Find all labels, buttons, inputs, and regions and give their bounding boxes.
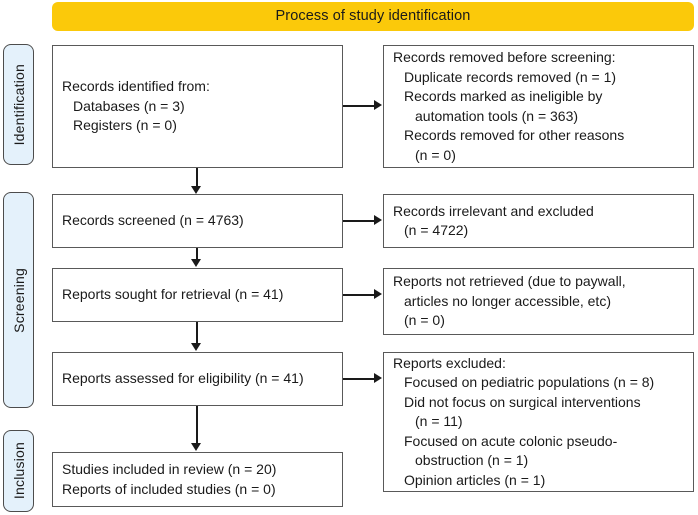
box-line: Reports of included studies (n = 0) <box>62 480 276 497</box>
arrow-right-icon <box>374 100 382 110</box>
box-reports-sought-for-retrieval: Reports sought for retrieval (n = 41) <box>52 268 343 322</box>
box-line: automation tools (n = 363) <box>415 107 579 124</box>
connector-assessed-to-included <box>196 406 198 444</box>
box-line: articles no longer accessible, etc) <box>404 292 611 309</box>
stage-tab-screening: Screening <box>3 192 34 408</box>
box-line: Records screened (n = 4763) <box>62 212 244 229</box>
stage-tab-identification: Identification <box>3 44 34 165</box>
box-line: Records marked as ineligible by <box>404 88 603 104</box>
box-studies-included: Studies included in review (n = 20) Repo… <box>52 452 343 507</box>
arrow-down-icon <box>191 186 201 194</box>
connector-identified-to-screened <box>196 168 198 187</box>
box-line: (n = 0) <box>415 146 456 163</box>
arrow-right-icon <box>374 289 382 299</box>
box-line: Reports sought for retrieval (n = 41) <box>62 286 284 303</box>
arrow-right-icon <box>374 373 382 383</box>
arrow-down-icon <box>191 259 201 267</box>
box-line: Opinion articles (n = 1) <box>404 471 546 488</box>
box-line: Focused on acute colonic pseudo- <box>404 432 618 449</box>
stage-tab-inclusion-label: Inclusion <box>10 442 27 500</box>
box-line: Reports assessed for eligibility (n = 41… <box>62 370 304 387</box>
box-reports-not-retrieved: Reports not retrieved (due to paywall, a… <box>383 268 694 335</box>
box-line: Reports not retrieved (due to paywall, <box>393 273 626 290</box>
box-line: (n = 11) <box>415 413 463 430</box>
box-records-removed-before-screening: Records removed before screening: Duplic… <box>383 45 694 168</box>
box-line: Records irrelevant and excluded <box>393 202 594 219</box>
box-line: Databases (n = 3) <box>73 97 185 114</box>
stage-tab-inclusion: Inclusion <box>3 430 34 512</box>
connector-screened-to-sought <box>196 248 198 260</box>
arrow-down-icon <box>191 443 201 451</box>
box-line: Studies included in review (n = 20) <box>62 461 277 477</box>
box-line: (n = 0) <box>404 312 445 329</box>
box-reports-excluded: Reports excluded: Focused on pediatric p… <box>383 352 694 492</box>
page-title: Process of study identification <box>275 8 471 25</box>
arrow-right-icon <box>374 215 382 225</box>
connector-sought-to-not-retrieved <box>343 294 376 296</box>
stage-tab-screening-label: Screening <box>10 267 27 333</box>
box-line: Reports excluded: <box>393 354 506 371</box>
stage-tab-identification-label: Identification <box>10 63 27 146</box>
arrow-down-icon <box>191 343 201 351</box>
box-line: obstruction (n = 1) <box>415 452 529 469</box>
box-line: Records removed for other reasons <box>404 127 625 143</box>
box-records-irrelevant-excluded: Records irrelevant and excluded (n = 472… <box>383 194 694 248</box>
box-line: Registers (n = 0) <box>73 117 177 134</box>
connector-assessed-to-excluded <box>343 378 376 380</box>
box-line: Duplicate records removed (n = 1) <box>404 68 617 85</box>
box-line: Did not focus on surgical interventions <box>404 393 641 410</box>
box-line: (n = 4722) <box>404 222 469 238</box>
box-records-screened: Records screened (n = 4763) <box>52 194 343 248</box>
box-reports-assessed-for-eligibility: Reports assessed for eligibility (n = 41… <box>52 352 343 406</box>
box-records-identified: Records identified from: Databases (n = … <box>52 45 343 168</box>
connector-screened-to-irrelevant <box>343 220 376 222</box>
box-line: Records identified from: <box>62 78 210 95</box>
diagram-header-banner: Process of study identification <box>52 2 694 31</box>
box-line: Focused on pediatric populations (n = 8) <box>404 374 655 391</box>
box-line: Records removed before screening: <box>393 49 616 65</box>
connector-sought-to-assessed <box>196 322 198 344</box>
connector-identified-to-removed <box>343 105 376 107</box>
